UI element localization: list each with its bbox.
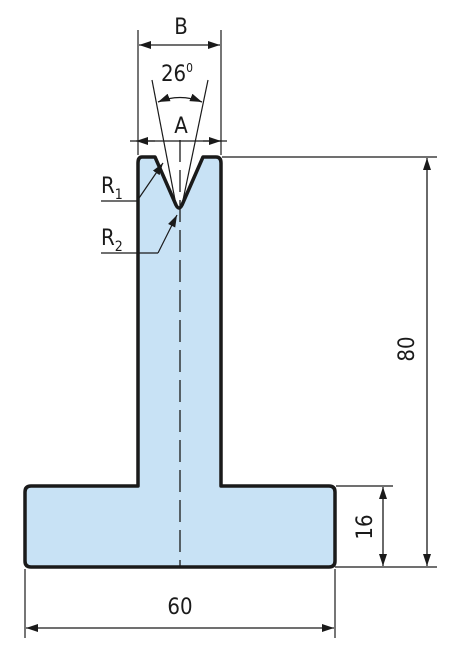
angle-ext-left [151,79,177,206]
dim-a-label: A [174,114,188,139]
r1-leader-diagonal [136,162,164,202]
dim-80-label: 80 [395,336,420,361]
angle-label: 260 [161,61,193,87]
angle-arc [157,93,203,103]
angle-ext-right [181,79,209,206]
dim-16-label: 16 [353,514,378,539]
r2-leader-diagonal [157,214,178,254]
r1-label: R1 [101,174,123,203]
r2-label: R2 [101,226,123,255]
dim-b-label: B [174,15,188,40]
dim-60-label: 60 [167,595,192,620]
